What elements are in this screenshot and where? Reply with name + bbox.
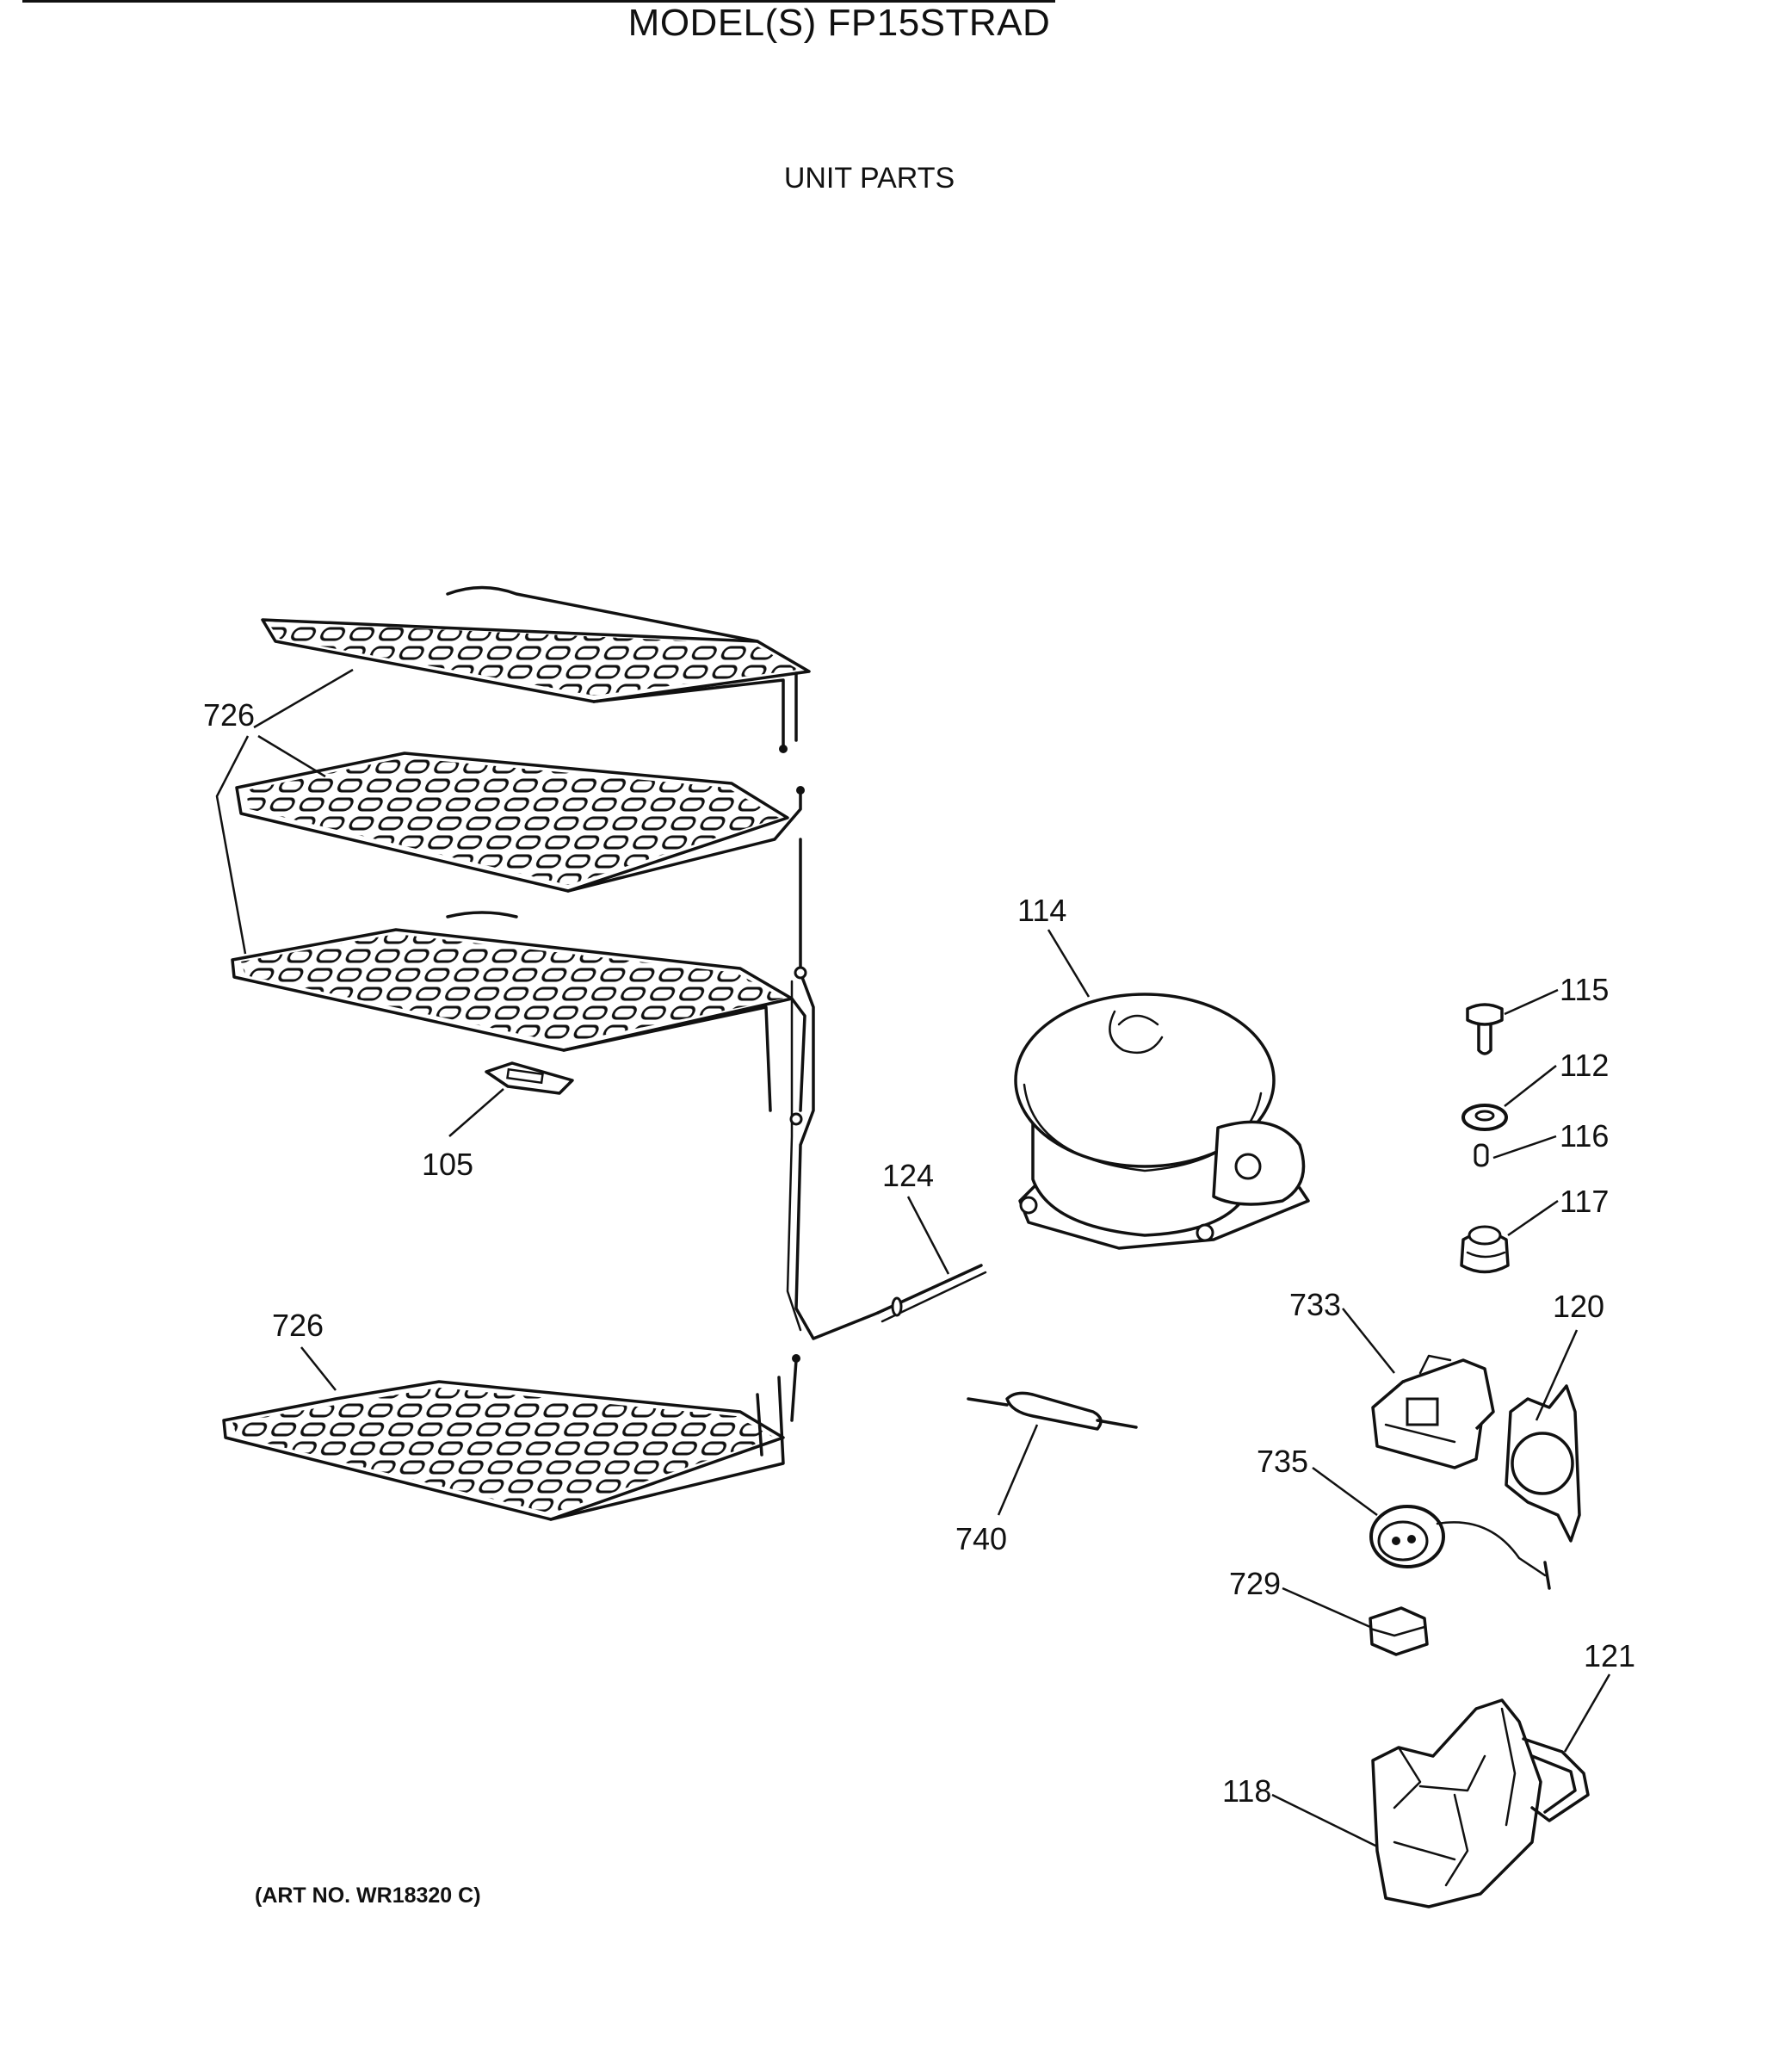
connecting-tubing [786, 838, 880, 1422]
callout-726-top: 726 [203, 697, 255, 733]
clip-small-part [1474, 1143, 1489, 1167]
section-title: UNIT PARTS [783, 162, 955, 195]
callout-labels: 726 726 105 114 124 740 115 112 116 117 … [203, 697, 1635, 1809]
capillary-tube-part [876, 1264, 987, 1323]
evaporator-shelf-2 [235, 752, 805, 893]
callout-115: 115 [1560, 972, 1609, 1007]
drier-part [967, 1391, 1138, 1431]
callout-118: 118 [1222, 1773, 1271, 1809]
clip-bracket-part [1505, 1384, 1581, 1543]
retainer-part [1522, 1737, 1590, 1822]
grommet-part [1460, 1225, 1510, 1274]
callout-735: 735 [1257, 1444, 1308, 1479]
model-title: MODEL(S) FP15STRAD [627, 2, 1051, 44]
clip-part [485, 1061, 574, 1095]
cover-part [1369, 1606, 1429, 1656]
callout-112: 112 [1560, 1048, 1609, 1083]
callout-105: 105 [422, 1147, 473, 1182]
evaporator-shelf-1 [261, 585, 811, 753]
evaporator-shelf-4 [222, 1376, 785, 1521]
callout-124: 124 [882, 1158, 934, 1193]
leader-lines [215, 668, 1611, 1848]
terminal-cover-part [1371, 1698, 1542, 1908]
compressor-part [1014, 993, 1310, 1250]
art-number: (ART NO. WR18320 C) [255, 1884, 481, 1908]
callout-114: 114 [1017, 893, 1066, 928]
callout-733: 733 [1289, 1287, 1341, 1322]
callout-726-bottom: 726 [272, 1308, 324, 1343]
header-rule [22, 0, 1055, 3]
callout-120: 120 [1553, 1289, 1604, 1324]
washer-part [1461, 1104, 1508, 1131]
relay-part [1371, 1354, 1495, 1469]
overload-protector-part [1369, 1505, 1551, 1590]
callout-729: 729 [1229, 1566, 1281, 1601]
callout-740: 740 [955, 1521, 1007, 1556]
callout-116: 116 [1560, 1118, 1609, 1154]
stud-part [1466, 1003, 1504, 1055]
callout-117: 117 [1560, 1184, 1609, 1219]
callout-121: 121 [1584, 1638, 1635, 1673]
